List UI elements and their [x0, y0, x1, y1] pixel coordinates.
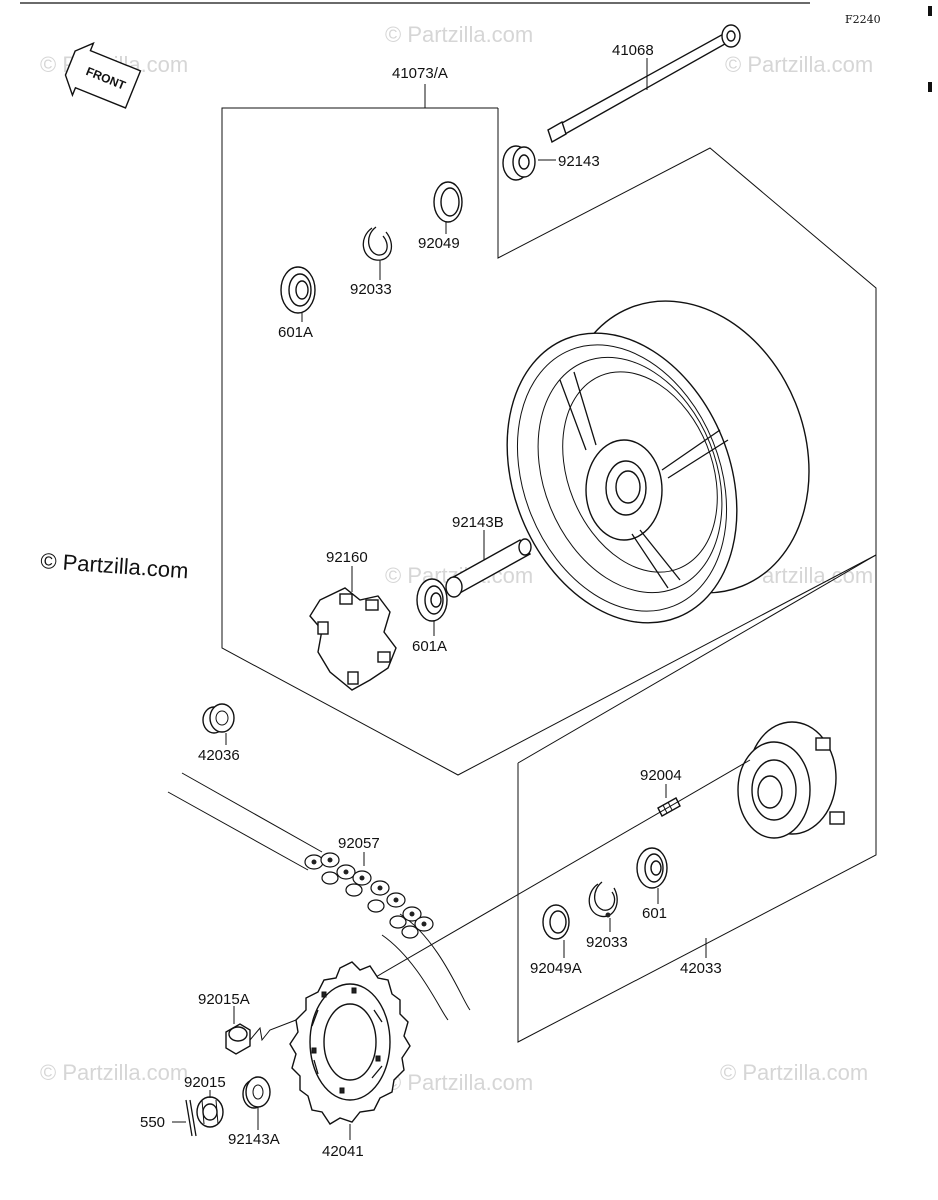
damper-92160 — [309, 587, 397, 691]
bushing-42036 — [202, 703, 235, 734]
label-92049: 92049 — [418, 235, 460, 252]
watermark: © Partzilla.com — [725, 52, 873, 77]
label-42036: 42036 — [198, 747, 240, 764]
watermark: © Partzilla.com — [385, 22, 533, 47]
collar-92143A — [242, 1076, 271, 1109]
label-42041: 42041 — [322, 1143, 364, 1160]
label-92015: 92015 — [184, 1074, 226, 1091]
watermark: © Partzilla.com — [40, 1060, 188, 1085]
bearing-601A-mid — [416, 578, 448, 622]
chain-92057 — [167, 772, 471, 1021]
corner-mark-top — [928, 6, 932, 16]
label-601A-top: 601A — [278, 324, 313, 341]
circlip-92033-top — [362, 227, 393, 261]
label-601: 601 — [642, 905, 667, 922]
nut-92015A — [225, 1019, 297, 1055]
label-92143: 92143 — [558, 153, 600, 170]
group-outline-lower — [517, 554, 877, 1043]
rear-wheel — [506, 300, 810, 624]
label-92033-bottom: 92033 — [586, 934, 628, 951]
seal-92049 — [433, 181, 463, 223]
watermark-primary: © Partzilla.com — [40, 548, 190, 583]
seal-92049A — [542, 904, 570, 940]
bearing-601 — [636, 847, 668, 889]
nut-92015 — [196, 1096, 224, 1128]
axle-41068 — [547, 24, 741, 144]
label-92160: 92160 — [326, 549, 368, 566]
label-92049A: 92049A — [530, 960, 582, 977]
label-42033: 42033 — [680, 960, 722, 977]
diagram-code: F2240 — [845, 13, 881, 26]
label-92057: 92057 — [338, 835, 380, 852]
front-arrow-icon: FRONT — [64, 41, 142, 109]
circlip-92033-bottom — [588, 883, 618, 918]
sprocket-hub-42033 — [737, 721, 845, 839]
spacer-92143B — [445, 538, 532, 598]
group-outline-upper-right — [497, 108, 877, 555]
label-92015A: 92015A — [198, 991, 250, 1008]
label-41073A: 41073/A — [392, 65, 448, 82]
label-92143A: 92143A — [228, 1131, 280, 1148]
watermark: © Partzilla.com — [385, 1070, 533, 1095]
watermark: © Partzilla.com — [720, 1060, 868, 1085]
sprocket-42041 — [289, 961, 411, 1125]
collar-92143 — [502, 145, 536, 181]
label-92004: 92004 — [640, 767, 682, 784]
cotter-pin-550 — [185, 1099, 197, 1137]
label-550: 550 — [140, 1114, 165, 1131]
label-92143B: 92143B — [452, 514, 504, 531]
label-601A-mid: 601A — [412, 638, 447, 655]
label-92033-top: 92033 — [350, 281, 392, 298]
corner-mark-mid — [928, 82, 932, 92]
group-outline-upper — [221, 107, 877, 776]
bearing-601A-top — [280, 266, 316, 314]
label-41068: 41068 — [612, 42, 654, 59]
